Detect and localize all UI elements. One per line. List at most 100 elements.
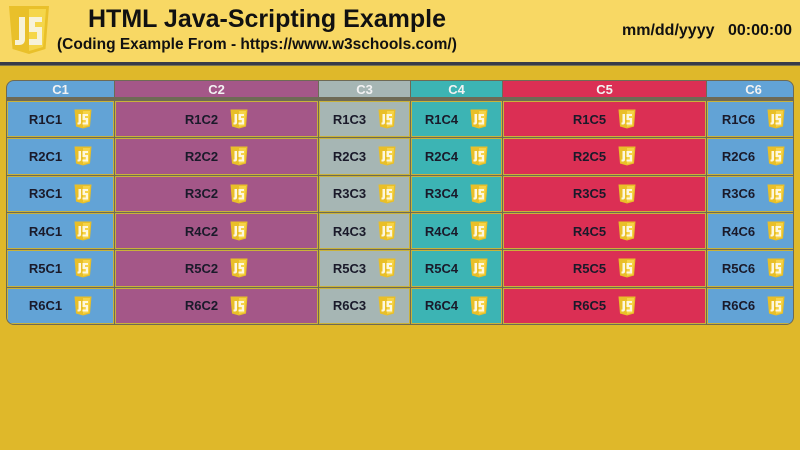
table-cell: R5C1 bbox=[7, 250, 114, 287]
cell-label: R5C3 bbox=[332, 260, 367, 276]
cell-label: R2C4 bbox=[424, 148, 459, 164]
cell-label: R4C4 bbox=[424, 223, 459, 239]
js-icon bbox=[618, 184, 636, 204]
table-cell: R2C6 bbox=[707, 138, 793, 175]
js-icon bbox=[230, 146, 248, 166]
column-header-c6: C6 bbox=[707, 81, 793, 100]
js-icon bbox=[74, 258, 92, 278]
table-cell: R5C2 bbox=[115, 250, 318, 287]
js-icon bbox=[378, 184, 396, 204]
js-icon bbox=[378, 109, 396, 129]
cell-label: R3C4 bbox=[424, 186, 459, 202]
table-cell: R5C5 bbox=[503, 250, 706, 287]
cell-label: R6C4 bbox=[424, 298, 459, 314]
js-icon bbox=[230, 258, 248, 278]
cell-label: R6C3 bbox=[332, 298, 367, 314]
cell-label: R1C3 bbox=[332, 111, 367, 127]
cell-label: R2C3 bbox=[332, 148, 367, 164]
table-cell: R3C5 bbox=[503, 175, 706, 212]
table-cell: R1C3 bbox=[319, 101, 410, 138]
js-icon bbox=[74, 221, 92, 241]
js-icon bbox=[470, 109, 488, 129]
js-icon bbox=[470, 146, 488, 166]
js-icon bbox=[767, 184, 785, 204]
table-cell: R4C1 bbox=[7, 212, 114, 250]
column-header-c5: C5 bbox=[503, 81, 706, 100]
column-header-c2: C2 bbox=[115, 81, 318, 100]
js-icon bbox=[767, 146, 785, 166]
table-cell: R6C3 bbox=[319, 287, 410, 324]
cell-label: R1C1 bbox=[28, 111, 63, 127]
js-icon bbox=[767, 258, 785, 278]
cell-label: R1C2 bbox=[184, 111, 219, 127]
js-icon bbox=[470, 184, 488, 204]
js-logo-icon bbox=[9, 6, 49, 54]
cell-label: R6C6 bbox=[721, 298, 756, 314]
table-cell: R1C2 bbox=[115, 101, 318, 138]
js-icon bbox=[470, 258, 488, 278]
js-icon bbox=[74, 184, 92, 204]
cell-label: R5C6 bbox=[721, 260, 756, 276]
js-icon bbox=[378, 221, 396, 241]
cell-label: R5C4 bbox=[424, 260, 459, 276]
table-cell: R3C4 bbox=[411, 175, 502, 212]
cell-label: R3C3 bbox=[332, 186, 367, 202]
js-icon bbox=[767, 296, 785, 316]
table-cell: R6C4 bbox=[411, 287, 502, 324]
js-icon bbox=[230, 109, 248, 129]
table-cell: R1C1 bbox=[7, 101, 114, 138]
js-icon bbox=[618, 221, 636, 241]
header-divider bbox=[0, 62, 800, 66]
table-cell: R2C4 bbox=[411, 138, 502, 175]
table-cell: R3C3 bbox=[319, 175, 410, 212]
cell-label: R3C1 bbox=[28, 186, 63, 202]
table-cell: R5C6 bbox=[707, 250, 793, 287]
cell-label: R4C6 bbox=[721, 223, 756, 239]
table-cell: R5C3 bbox=[319, 250, 410, 287]
js-icon bbox=[378, 296, 396, 316]
js-icon bbox=[618, 109, 636, 129]
cell-label: R3C2 bbox=[184, 186, 219, 202]
cell-label: R4C1 bbox=[28, 223, 63, 239]
table-cell: R6C1 bbox=[7, 287, 114, 324]
table-cell: R2C1 bbox=[7, 138, 114, 175]
column-header-c3: C3 bbox=[319, 81, 410, 100]
js-icon bbox=[618, 296, 636, 316]
table-cell: R4C2 bbox=[115, 212, 318, 250]
js-icon bbox=[74, 146, 92, 166]
cell-label: R1C5 bbox=[572, 111, 607, 127]
table-cell: R1C4 bbox=[411, 101, 502, 138]
cell-label: R5C2 bbox=[184, 260, 219, 276]
js-icon bbox=[230, 296, 248, 316]
js-icon bbox=[74, 109, 92, 129]
date-display: mm/dd/yyyy bbox=[622, 22, 715, 39]
table-cell: R3C6 bbox=[707, 175, 793, 212]
js-icon bbox=[230, 184, 248, 204]
cell-label: R6C5 bbox=[572, 298, 607, 314]
cell-label: R3C5 bbox=[572, 186, 607, 202]
table-cell: R3C2 bbox=[115, 175, 318, 212]
cell-label: R3C6 bbox=[721, 186, 756, 202]
table-cell: R5C4 bbox=[411, 250, 502, 287]
js-icon bbox=[767, 221, 785, 241]
table-cell: R4C6 bbox=[707, 212, 793, 250]
cell-label: R4C2 bbox=[184, 223, 219, 239]
js-icon bbox=[74, 296, 92, 316]
js-icon bbox=[378, 258, 396, 278]
table-cell: R3C1 bbox=[7, 175, 114, 212]
js-icon bbox=[618, 146, 636, 166]
cell-label: R5C5 bbox=[572, 260, 607, 276]
column-header-c4: C4 bbox=[411, 81, 502, 100]
table-cell: R2C2 bbox=[115, 138, 318, 175]
table-cell: R1C5 bbox=[503, 101, 706, 138]
js-icon bbox=[378, 146, 396, 166]
table-cell: R4C5 bbox=[503, 212, 706, 250]
js-icon bbox=[618, 258, 636, 278]
cell-label: R1C6 bbox=[721, 111, 756, 127]
cell-label: R2C1 bbox=[28, 148, 63, 164]
table-cell: R4C4 bbox=[411, 212, 502, 250]
table-cell: R1C6 bbox=[707, 101, 793, 138]
cell-label: R4C5 bbox=[572, 223, 607, 239]
cell-label: R5C1 bbox=[28, 260, 63, 276]
table-cell: R6C2 bbox=[115, 287, 318, 324]
